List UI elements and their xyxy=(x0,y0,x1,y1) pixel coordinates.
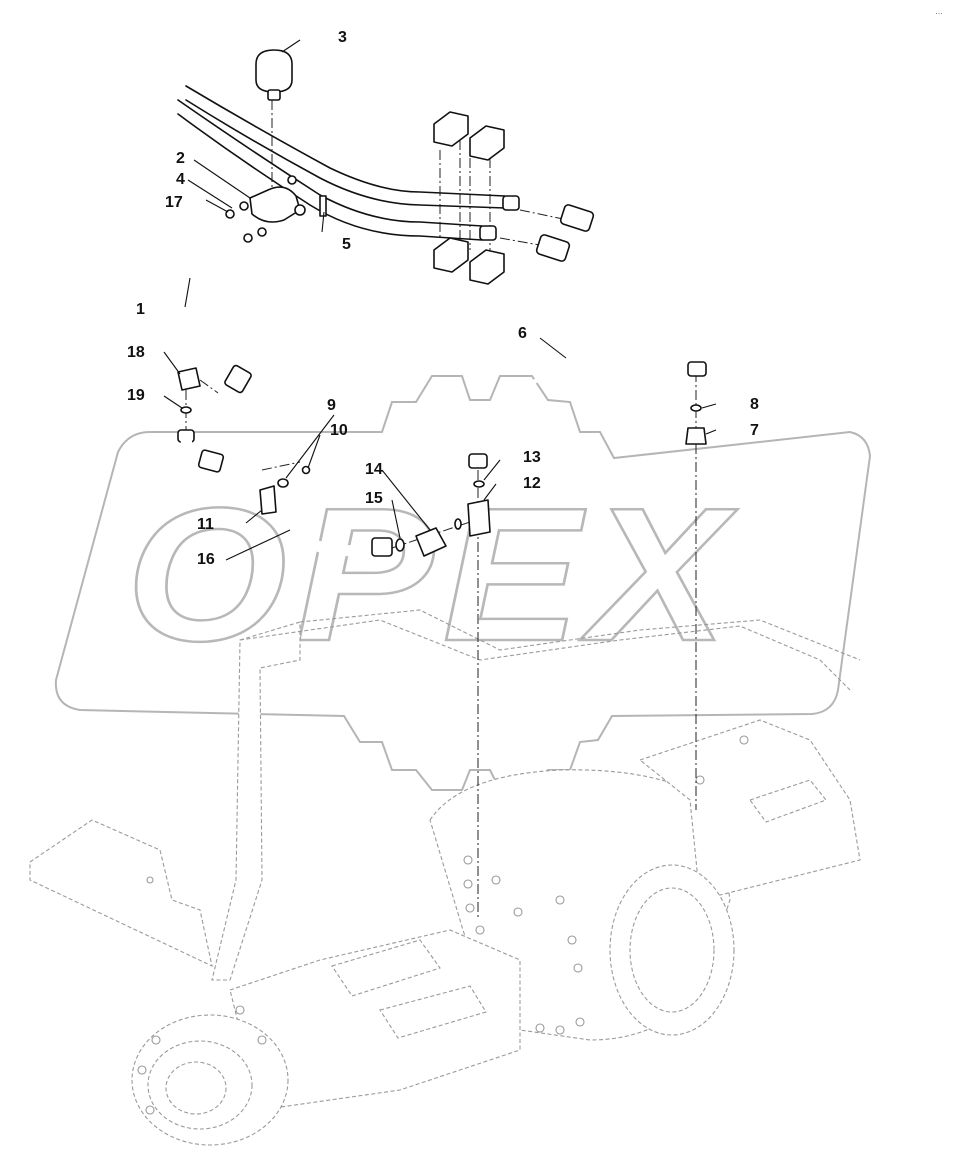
mount-pad-3 xyxy=(749,779,827,823)
bracket-arm xyxy=(211,621,301,981)
hose-end-upper xyxy=(559,204,595,232)
accumulator xyxy=(255,49,293,101)
mount-pad xyxy=(331,939,441,997)
bracket-plate xyxy=(29,819,213,967)
callout-labels: 1 2 3 4 5 6 7 8 9 10 11 12 13 14 15 16 1… xyxy=(127,29,759,568)
callout-12: 12 xyxy=(523,475,541,492)
callout-8: 8 xyxy=(750,396,759,413)
chassis-line-2 xyxy=(299,609,861,661)
pipe-fitting-lower xyxy=(479,225,497,241)
callout-14: 14 xyxy=(365,461,383,478)
callout-15: 15 xyxy=(365,490,383,507)
watermark-text: OPEX xyxy=(126,469,738,681)
callout-2: 2 xyxy=(176,150,185,167)
fitting-7-8 xyxy=(685,404,707,445)
lower-left-hose xyxy=(180,434,393,557)
callout-16: 16 xyxy=(197,551,215,568)
tee-12 xyxy=(467,499,491,537)
tee-fitting-18 xyxy=(177,367,201,391)
callout-19: 19 xyxy=(127,387,145,404)
axle-tube-left xyxy=(229,929,521,1111)
seal-8 xyxy=(690,404,702,412)
callout-18: 18 xyxy=(127,344,145,361)
left-hose-assembly xyxy=(159,256,259,443)
left-hub-center xyxy=(165,1061,227,1115)
corner-stamp: … xyxy=(935,7,943,16)
callout-3: 3 xyxy=(338,29,347,46)
housing-bolts xyxy=(137,735,749,1115)
callout-10: 10 xyxy=(330,422,348,439)
opex-watermark: OPEX xyxy=(54,375,872,791)
hose-clip-11 xyxy=(259,485,277,515)
seal-19 xyxy=(180,406,192,414)
centre-fittings xyxy=(395,480,491,557)
callout-11: 11 xyxy=(197,516,214,533)
washer-9 xyxy=(277,478,289,488)
watermark-gear-outline xyxy=(54,375,872,791)
callout-5: 5 xyxy=(342,236,351,253)
callout-9: 9 xyxy=(327,397,336,414)
hose-end-lower xyxy=(535,234,571,262)
callout-17: 17 xyxy=(165,194,183,211)
axle-tube-right xyxy=(638,719,861,901)
adapter-7 xyxy=(685,427,707,445)
rigid-pipe-6 xyxy=(468,329,707,469)
chassis-line xyxy=(239,619,851,691)
adapter-14 xyxy=(415,527,447,557)
right-hub-face xyxy=(629,887,715,1013)
clamp-blocks xyxy=(433,111,505,285)
bracket-bolt xyxy=(146,876,154,884)
nut-10 xyxy=(301,465,311,475)
seal-15 xyxy=(395,538,405,552)
upper-long-hoses xyxy=(535,192,924,382)
axle-assembly xyxy=(29,609,861,1146)
mount-pad-2 xyxy=(379,985,487,1039)
callout-13: 13 xyxy=(523,449,541,466)
seal-13 xyxy=(473,480,485,488)
callout-4: 4 xyxy=(176,171,185,188)
pipe-fitting-upper xyxy=(502,195,520,211)
upper-pipe-pair xyxy=(177,85,520,241)
callout-6: 6 xyxy=(518,325,527,342)
callout-7: 7 xyxy=(750,422,759,439)
leader-lines xyxy=(163,39,717,561)
pipe-clamp xyxy=(225,175,327,243)
callout-1: 1 xyxy=(136,301,145,318)
